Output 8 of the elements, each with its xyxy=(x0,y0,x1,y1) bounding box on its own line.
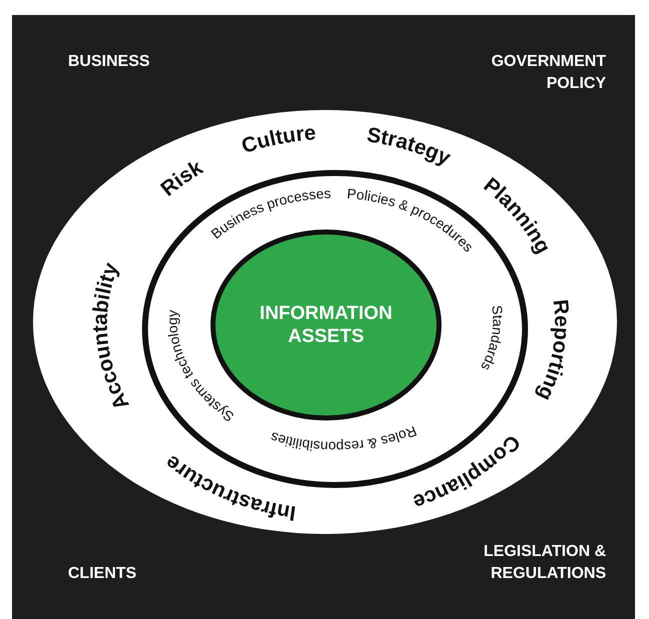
ring-label: Risk xyxy=(156,156,207,201)
corner-label: CLIENTS xyxy=(68,564,138,584)
outer-ring xyxy=(33,110,617,534)
corner-label: GOVERNMENT POLICY xyxy=(490,52,606,94)
ring-label: Culture xyxy=(238,121,317,158)
corner-label: LEGISLATION & REGULATIONS xyxy=(482,542,606,584)
corner-label: BUSINESS xyxy=(68,52,151,72)
center-label: INFORMATION ASSETS xyxy=(258,302,394,348)
